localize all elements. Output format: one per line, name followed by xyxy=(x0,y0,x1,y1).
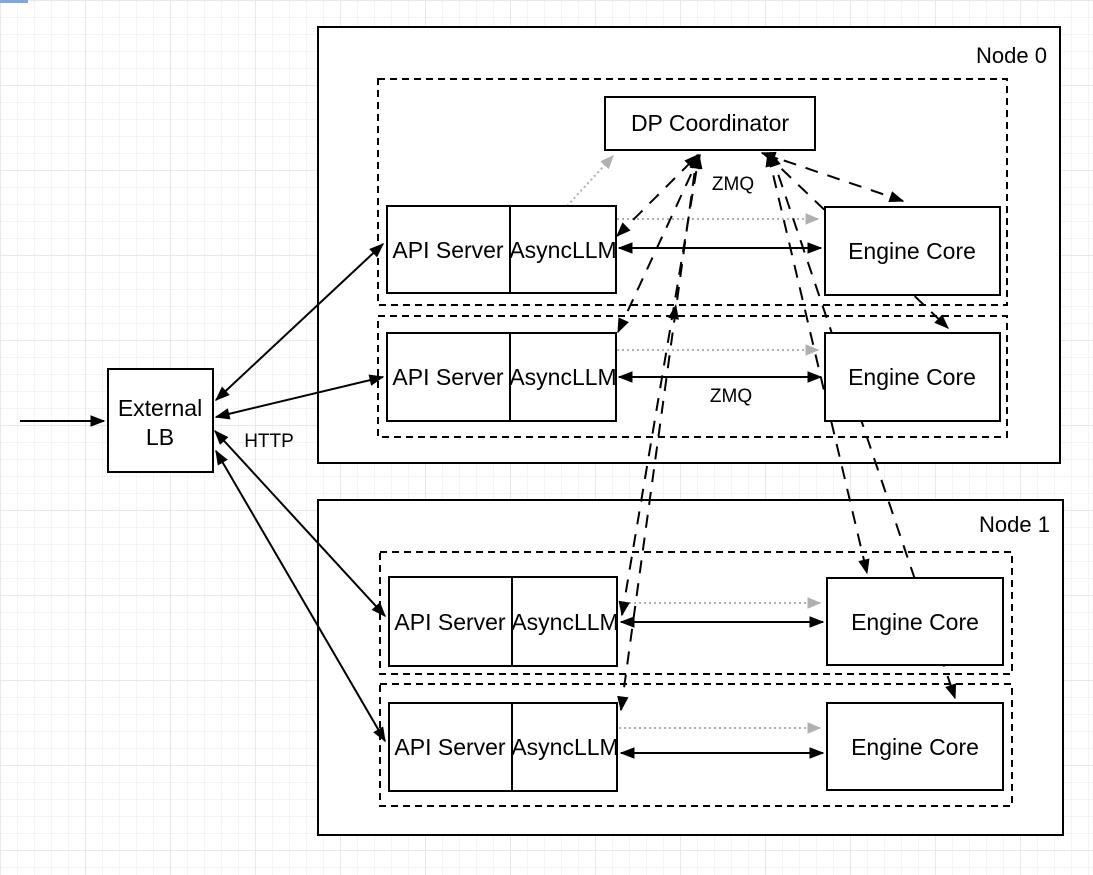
api-asyncllm-box-1 xyxy=(386,332,617,422)
engine-core-box-3 xyxy=(826,702,1004,791)
api-asyncllm-box-0 xyxy=(386,205,617,294)
node1-rank1-engine-core: Engine Core xyxy=(826,702,1004,791)
node1-rank1-api-asyncllm: API Server AsyncLLM xyxy=(388,702,619,792)
node-0-label: Node 0 xyxy=(976,43,1047,68)
asyncllm-label-1: AsyncLLM xyxy=(509,364,616,390)
asyncllm-label-3: AsyncLLM xyxy=(511,734,618,760)
asyncllm-label-0: AsyncLLM xyxy=(509,237,616,263)
node1-rank0-engine-core: Engine Core xyxy=(826,577,1004,666)
zmq-label-mid: ZMQ xyxy=(710,386,752,407)
engine-core-label-1: Engine Core xyxy=(848,364,976,390)
dp-coordinator-label: DP Coordinator xyxy=(631,110,789,136)
engine-core-box-0 xyxy=(824,206,1001,296)
coordinator-asyncllm3-dashed xyxy=(617,153,701,712)
api-server-label-1: API Server xyxy=(392,364,504,390)
external-lb-box xyxy=(107,368,214,473)
node0-rank1-engine-core: Engine Core xyxy=(824,332,1001,422)
lb-api0-arrow xyxy=(214,243,385,401)
node0-rank1-api-asyncllm: API Server AsyncLLM xyxy=(386,332,617,422)
engine-core-label-3: Engine Core xyxy=(851,734,979,760)
zmq-label-top: ZMQ xyxy=(712,174,754,195)
node1-rank0-api-asyncllm: API Server AsyncLLM xyxy=(388,576,619,667)
api-asyncllm-box-3 xyxy=(388,702,618,792)
external-lb-label-1: External xyxy=(118,395,202,421)
engine-core-label-2: Engine Core xyxy=(851,609,979,635)
api-server-label-0: API Server xyxy=(392,237,504,263)
external-lb-label-2: LB xyxy=(146,424,174,450)
lb-api1-arrow xyxy=(214,374,385,420)
engine-core-label-0: Engine Core xyxy=(848,238,976,264)
node0-rank0-api-asyncllm: API Server AsyncLLM xyxy=(386,205,617,294)
http-label: HTTP xyxy=(244,431,294,452)
api-server-label-3: API Server xyxy=(394,734,506,760)
api-asyncllm-box-2 xyxy=(388,576,618,667)
external-lb: External LB xyxy=(107,368,214,473)
api-server-label-2: API Server xyxy=(394,609,506,635)
dp-coordinator: DP Coordinator xyxy=(604,96,816,151)
coordinator-engine3-dashed xyxy=(769,151,957,700)
node-1-label: Node 1 xyxy=(979,512,1050,537)
asyncllm-label-2: AsyncLLM xyxy=(511,609,618,635)
node0-rank0-engine-core: Engine Core xyxy=(824,206,1001,296)
dp-coordinator-box xyxy=(604,96,816,151)
scrollbar-artifact xyxy=(0,0,28,3)
engine-core-box-2 xyxy=(826,577,1004,666)
asyncllm0-coordinator-dotted xyxy=(566,155,614,207)
engine-core-box-1 xyxy=(824,332,1001,422)
lb-api3-arrow xyxy=(215,449,386,743)
